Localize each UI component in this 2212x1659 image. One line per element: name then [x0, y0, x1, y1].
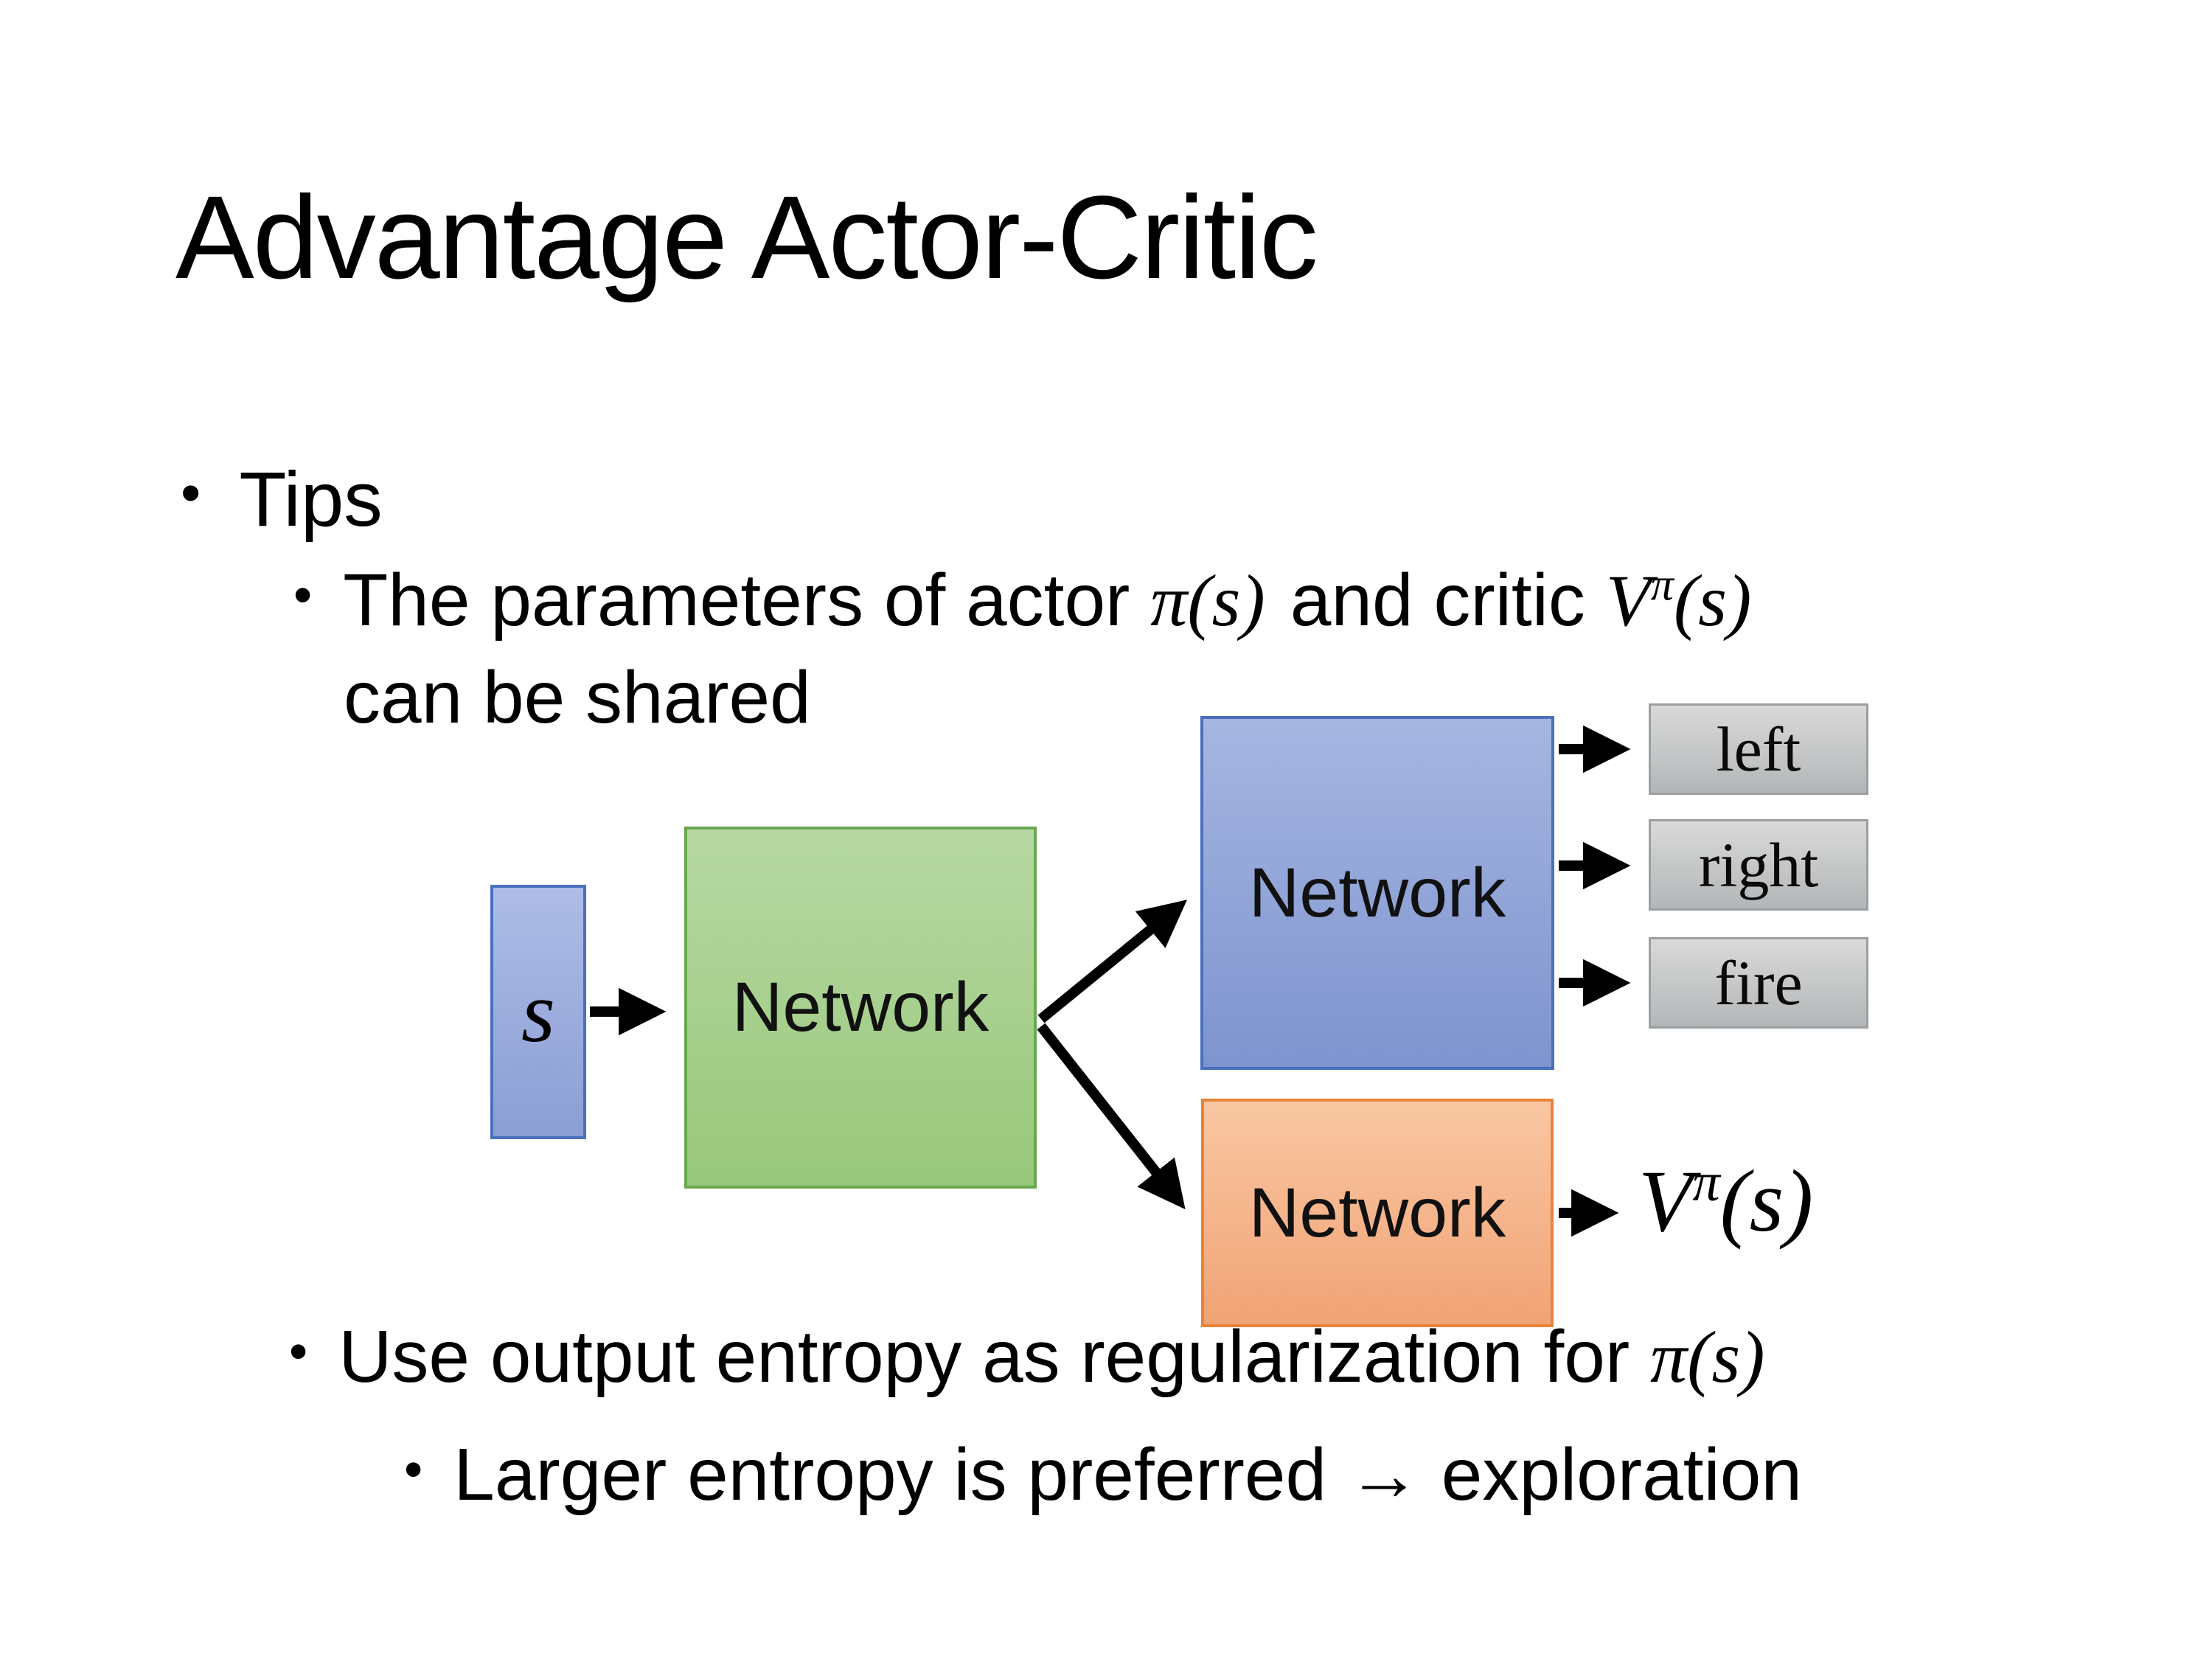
entropy-text-pre: Use output entropy as regularization for: [338, 1315, 1650, 1398]
actor-network-box: Network: [1200, 716, 1554, 1070]
bullet-dot-icon: •: [289, 1322, 308, 1381]
parameters-text-pre: The parameters of actor: [343, 559, 1151, 641]
math-v: V: [1638, 1152, 1693, 1250]
bullet-tips-label: Tips: [239, 456, 383, 543]
bullet-parameters-text: The parameters of actor π(s) and critic V…: [343, 554, 1751, 647]
bullet-parameters: • The parameters of actor π(s) and critic…: [293, 554, 1751, 647]
math-v-pi-s: Vπ(s): [1606, 560, 1752, 641]
arrow-shared-to-actor: [1037, 900, 1187, 1023]
bullet-parameters-line2: can be shared: [344, 656, 811, 739]
math-pi-s: π(s): [1150, 560, 1265, 641]
state-input-box: s: [490, 885, 586, 1139]
math-pi-s: π(s): [1649, 1316, 1765, 1398]
state-label: s: [521, 963, 555, 1060]
bullet-dot-icon: •: [181, 460, 201, 525]
math-pi-sup: π: [1692, 1152, 1720, 1213]
bullet-dot-icon: •: [293, 566, 313, 625]
math-v: V: [1605, 560, 1651, 641]
parameters-text-mid: and critic: [1290, 559, 1606, 641]
bullet-tips: • Tips: [181, 451, 383, 548]
action-fire-label: fire: [1714, 947, 1803, 1018]
math-pi-sup: π: [1650, 560, 1674, 611]
critic-network-label: Network: [1248, 1173, 1506, 1252]
math-s-paren: (s): [1673, 560, 1752, 641]
math-s-paren: (s): [1719, 1152, 1814, 1250]
bullet-entropy-text: Use output entropy as regularization for…: [338, 1311, 1764, 1403]
actor-network-label: Network: [1248, 853, 1506, 932]
bullet-dot-icon: •: [404, 1440, 423, 1499]
action-box-fire: fire: [1649, 937, 1868, 1029]
action-right-label: right: [1698, 830, 1819, 900]
critic-output-label: Vπ(s): [1638, 1150, 1813, 1252]
bullet-larger-entropy: • Larger entropy is preferred → explorat…: [404, 1429, 1802, 1521]
shared-network-box: Network: [684, 827, 1037, 1189]
slide-title: Advantage Actor-Critic: [175, 171, 1318, 303]
bullet-larger-entropy-text: Larger entropy is preferred → exploratio…: [453, 1433, 1802, 1516]
critic-network-box: Network: [1201, 1099, 1554, 1327]
action-box-left: left: [1649, 703, 1868, 795]
arrow-shared-to-critic: [1037, 1023, 1186, 1210]
bullet-entropy: • Use output entropy as regularization f…: [289, 1311, 1765, 1403]
action-box-right: right: [1649, 819, 1868, 911]
action-left-label: left: [1716, 714, 1801, 785]
shared-network-label: Network: [731, 968, 990, 1046]
